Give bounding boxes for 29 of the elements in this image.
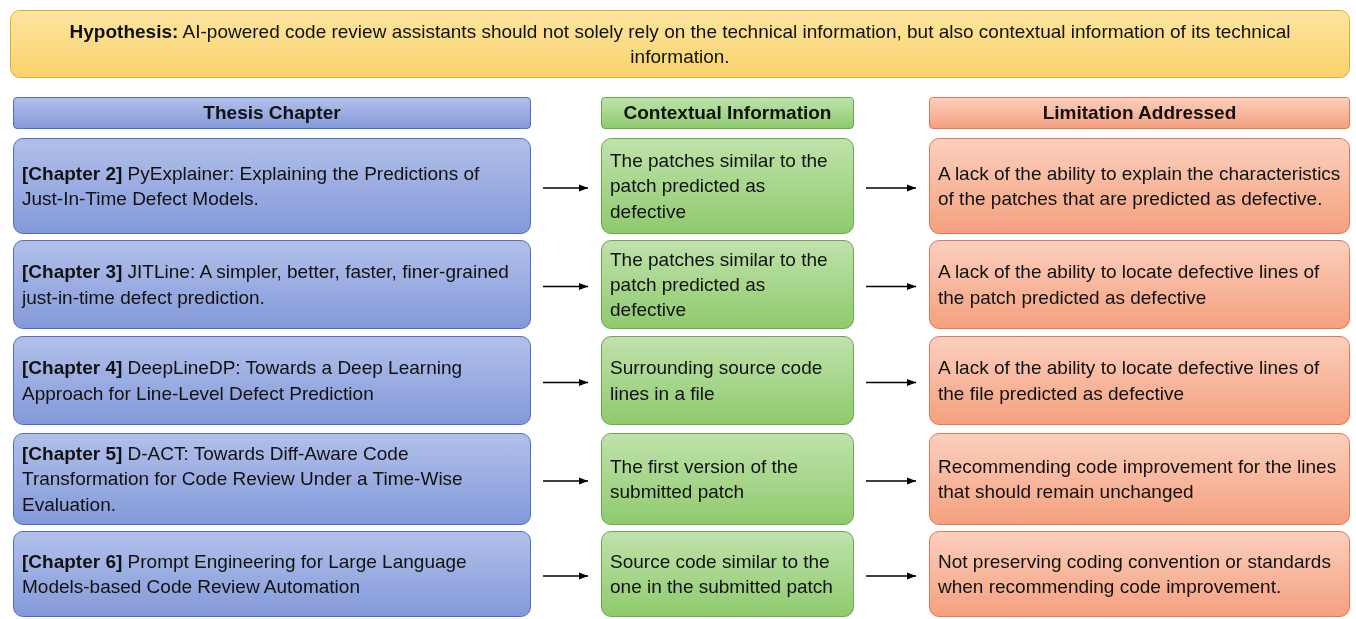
arrow (542, 477, 589, 485)
table-card: A lack of the ability to locate defective lines of the file predicted as defective (929, 336, 1350, 425)
table-card: The first version of the submitted patch (601, 433, 854, 525)
table-card: Source code similar to the one in the submitted patch (601, 531, 854, 617)
table-card: [Chapter 3] JITLine: A simpler, better, faster, finer-grained just-in-time defect prediction. (13, 240, 531, 329)
arrow (865, 184, 917, 192)
table-card: [Chapter 6] Prompt Engineering for Large Language Models-based Code Review Automation (13, 531, 531, 617)
arrow (542, 184, 589, 192)
table-card: The patches similar to the patch predicted as defective (601, 240, 854, 329)
table-card: [Chapter 2] PyExplainer: Explaining the Predictions of Just-In-Time Defect Models. (13, 138, 531, 234)
arrow (865, 572, 917, 580)
table-card: Surrounding source code lines in a file (601, 336, 854, 425)
table-card: A lack of the ability to locate defective lines of the patch predicted as defective (929, 240, 1350, 329)
column-header: Limitation Addressed (929, 97, 1350, 129)
column-header: Thesis Chapter (13, 97, 531, 129)
column-header: Contextual Information (601, 97, 854, 129)
table-card: The patches similar to the patch predicted as defective (601, 138, 854, 234)
arrow (865, 477, 917, 485)
hypothesis-banner: Hypothesis: AI-powered code review assistants should not solely rely on the technical information, but also contextual information of its technical information. (10, 10, 1350, 78)
arrow (542, 282, 589, 291)
table-card: Recommending code improvement for the lines that should remain unchanged (929, 433, 1350, 525)
arrow (865, 378, 917, 387)
arrow (542, 572, 589, 580)
table-card: Not preserving coding convention or standards when recommending code improvement. (929, 531, 1350, 617)
table-card: [Chapter 4] DeepLineDP: Towards a Deep Learning Approach for Line-Level Defect Prediction (13, 336, 531, 425)
arrow (542, 378, 589, 387)
arrow (865, 282, 917, 291)
table-card: [Chapter 5] D-ACT: Towards Diff-Aware Code Transformation for Code Review Under a Time-Wise Evaluation. (13, 433, 531, 525)
table-card: A lack of the ability to explain the characteristics of the patches that are predicted as defective. (929, 138, 1350, 234)
